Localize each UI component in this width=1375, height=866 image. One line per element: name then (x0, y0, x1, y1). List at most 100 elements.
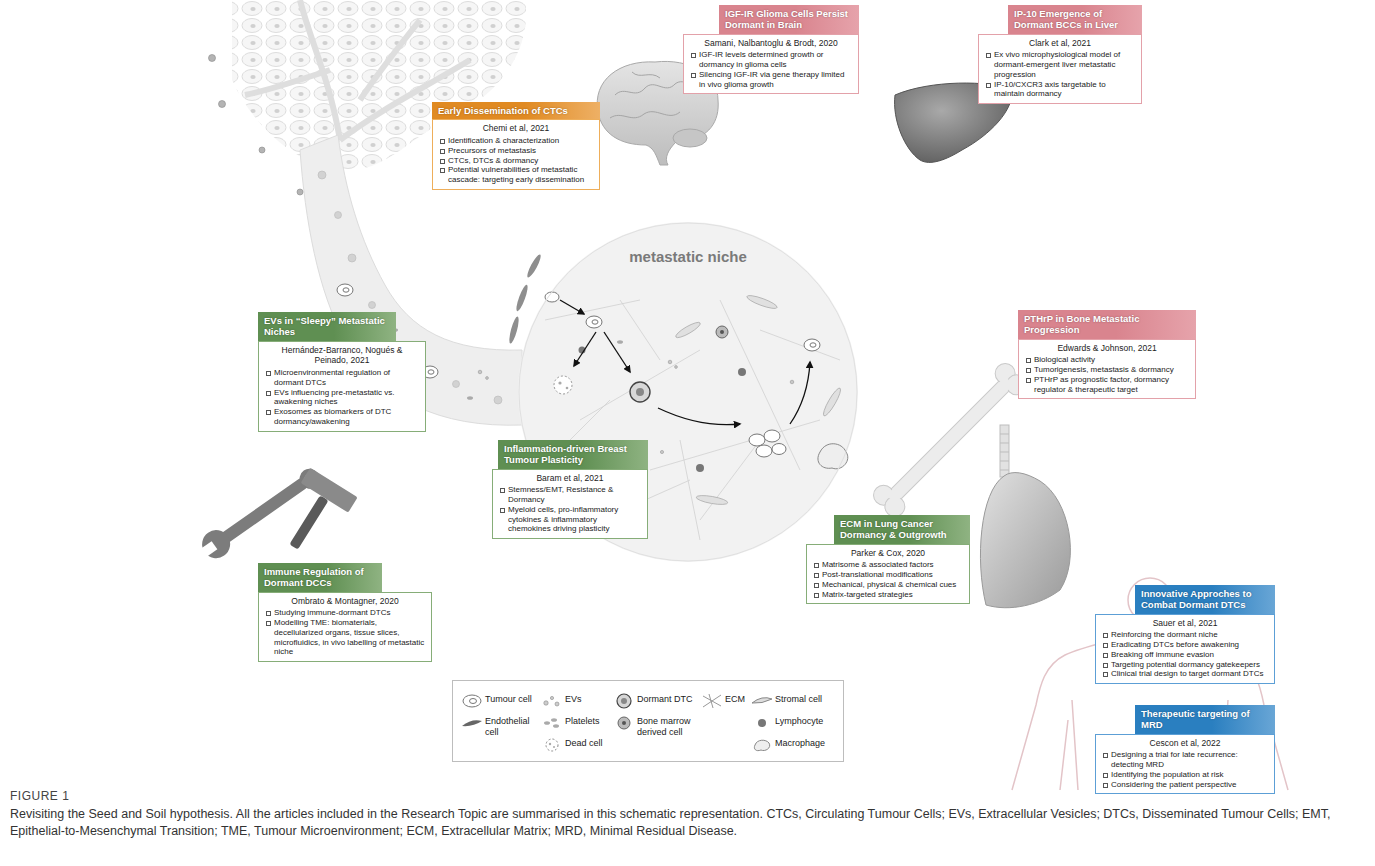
tumour-cell (772, 444, 786, 455)
bullet-text: Eradicating DTCs before awakening (1111, 640, 1239, 649)
card-heading: EVs in “Sleepy” Metastatic Niches (264, 315, 391, 338)
bone-marrow-cell (259, 147, 265, 153)
legend-icon-part (703, 694, 721, 708)
card-tab: EVs in “Sleepy” Metastatic Niches (258, 312, 396, 341)
legend-icon (751, 737, 773, 753)
bullet-mark (266, 391, 271, 396)
bullet-item: Eradicating DTCs before awakening (1102, 640, 1268, 650)
bullet-item: Stemness/EMT, Resistance & Dormancy (499, 485, 641, 505)
bullet-mark (266, 621, 271, 626)
legend-icon-part (470, 699, 477, 704)
bullet-text: IGF-IR levels determined growth or dorma… (699, 50, 824, 69)
legend-icon (461, 715, 483, 731)
arrow (790, 362, 810, 424)
bullet-text: Breaking off immune evasion (1111, 650, 1214, 659)
card-body: Ombrato & Montagner, 2020Studying immune… (258, 592, 432, 662)
macrophage (818, 444, 848, 469)
trachea-rings (1000, 434, 1009, 470)
hammer (270, 468, 358, 562)
figure-label: FIGURE 1 (10, 789, 69, 803)
bullet-mark (1103, 783, 1108, 788)
blood-cell (335, 212, 342, 219)
tumour-cell (804, 339, 820, 351)
figure-caption: Revisiting the Seed and Soil hypothesis.… (10, 806, 1365, 840)
blood-cell (318, 171, 326, 179)
bullet-mark (814, 593, 819, 598)
card-authors: Edwards & Johnson, 2021 (1025, 343, 1189, 354)
article-card: Immune Regulation of Dormant DCCsOmbrato… (258, 563, 432, 662)
card-authors: Cescon et al, 2022 (1102, 738, 1268, 749)
legend-box: Tumour cellEVsDormant DTCECMStromal cell… (452, 680, 844, 762)
ev (486, 377, 489, 380)
bullet-text: Identification & characterization (448, 136, 559, 145)
card-tab: Therapeutic targeting of MRD (1135, 705, 1275, 734)
legend-label: Dead cell (565, 738, 617, 749)
card-heading: Therapeutic targeting of MRD (1141, 708, 1270, 731)
bullet-text: Myeloid cells, pro-inflammatory cytokine… (508, 505, 618, 534)
stromal-cell (674, 320, 702, 340)
stromal-cells (674, 293, 843, 506)
legend-label: Bone marrow derived cell (637, 716, 701, 738)
bone-marrow-cell (716, 326, 728, 338)
lymphocyte (696, 464, 704, 472)
bullet-mark (691, 53, 696, 58)
card-body: Clark et al, 2021Ex vivo microphysiologi… (978, 34, 1142, 104)
dormant-nucleus (636, 388, 644, 396)
bullet-mark (1103, 773, 1108, 778)
legend-label: Macrophage (775, 738, 839, 749)
tumour-nucleus (810, 343, 816, 347)
article-card: Inflammation-driven Breast Tumour Plasti… (492, 440, 648, 539)
legend-icon-part (622, 721, 626, 725)
bullet-mark (1103, 672, 1108, 677)
bullet-mark (1103, 753, 1108, 758)
legend-icon (461, 693, 483, 709)
bullet-mark (266, 371, 271, 376)
bullet-mark (1103, 653, 1108, 658)
card-authors: Ombrato & Montagner, 2020 (265, 596, 425, 607)
legend-icon-part (551, 718, 557, 722)
bullet-text: PTHrP as prognostic factor, dormancy reg… (1034, 375, 1169, 394)
legend-icon (541, 693, 563, 709)
article-card: Early Dissemination of CTCsChemi et al, … (432, 102, 600, 190)
card-heading: ECM in Lung Cancer Dormancy & Outgrowth (840, 518, 965, 541)
lymphocyte (738, 368, 746, 376)
legend-icon-part (752, 698, 772, 704)
legend-label: ECM (725, 694, 749, 705)
bullet-item: Ex vivo microphysiological model of dorm… (985, 50, 1135, 79)
lung (980, 425, 1070, 608)
legend-icon (613, 715, 635, 731)
bullet-item: EVs influencing pre-metastatic vs. awake… (265, 388, 419, 408)
bullet-text: Microenvironmental regulation of dormant… (274, 368, 390, 387)
bullet-text: Modelling TME: biomaterials, decellulari… (274, 618, 424, 656)
blood-cell (369, 302, 376, 309)
card-authors: Parker & Cox, 2020 (813, 548, 963, 559)
endothelial-cell (514, 284, 529, 312)
article-card: PTHrP in Bone Metastatic ProgressionEdwa… (1018, 310, 1196, 399)
bullet-text: Biological activity (1034, 355, 1095, 364)
legend-icon-part (618, 717, 630, 729)
card-body: Baram et al, 2021Stemness/EMT, Resistanc… (492, 469, 648, 539)
bullet-mark (440, 159, 445, 164)
arrow (604, 332, 630, 372)
endothelial-cell (507, 316, 520, 345)
ctc (337, 284, 353, 296)
card-tab: Immune Regulation of Dormant DCCs (258, 563, 382, 592)
bullet-item: Designing a trial for late recurrence: d… (1102, 750, 1268, 770)
article-card: IP-10 Emergence of Dormant BCCs in Liver… (978, 5, 1142, 104)
bullet-text: CTCs, DTCs & dormancy (448, 156, 538, 165)
ctc-nucleus (428, 370, 434, 374)
bullet-mark (440, 149, 445, 154)
card-tab: IGF-IR Glioma Cells Persist Dormant in B… (719, 5, 859, 34)
niche-arrows (560, 300, 810, 425)
legend-icon-part (754, 740, 769, 750)
bullet-text: Precursors of metastasis (448, 146, 536, 155)
scattered-cells (209, 55, 304, 196)
card-tab: Early Dissemination of CTCs (432, 102, 600, 119)
card-tab: Inflammation-driven Breast Tumour Plasti… (498, 440, 648, 469)
card-authors: Baram et al, 2021 (499, 473, 641, 484)
bullet-mark (814, 583, 819, 588)
bullet-mark (266, 611, 271, 616)
legend-icon (751, 715, 773, 731)
ctc-nucleus (343, 288, 349, 292)
